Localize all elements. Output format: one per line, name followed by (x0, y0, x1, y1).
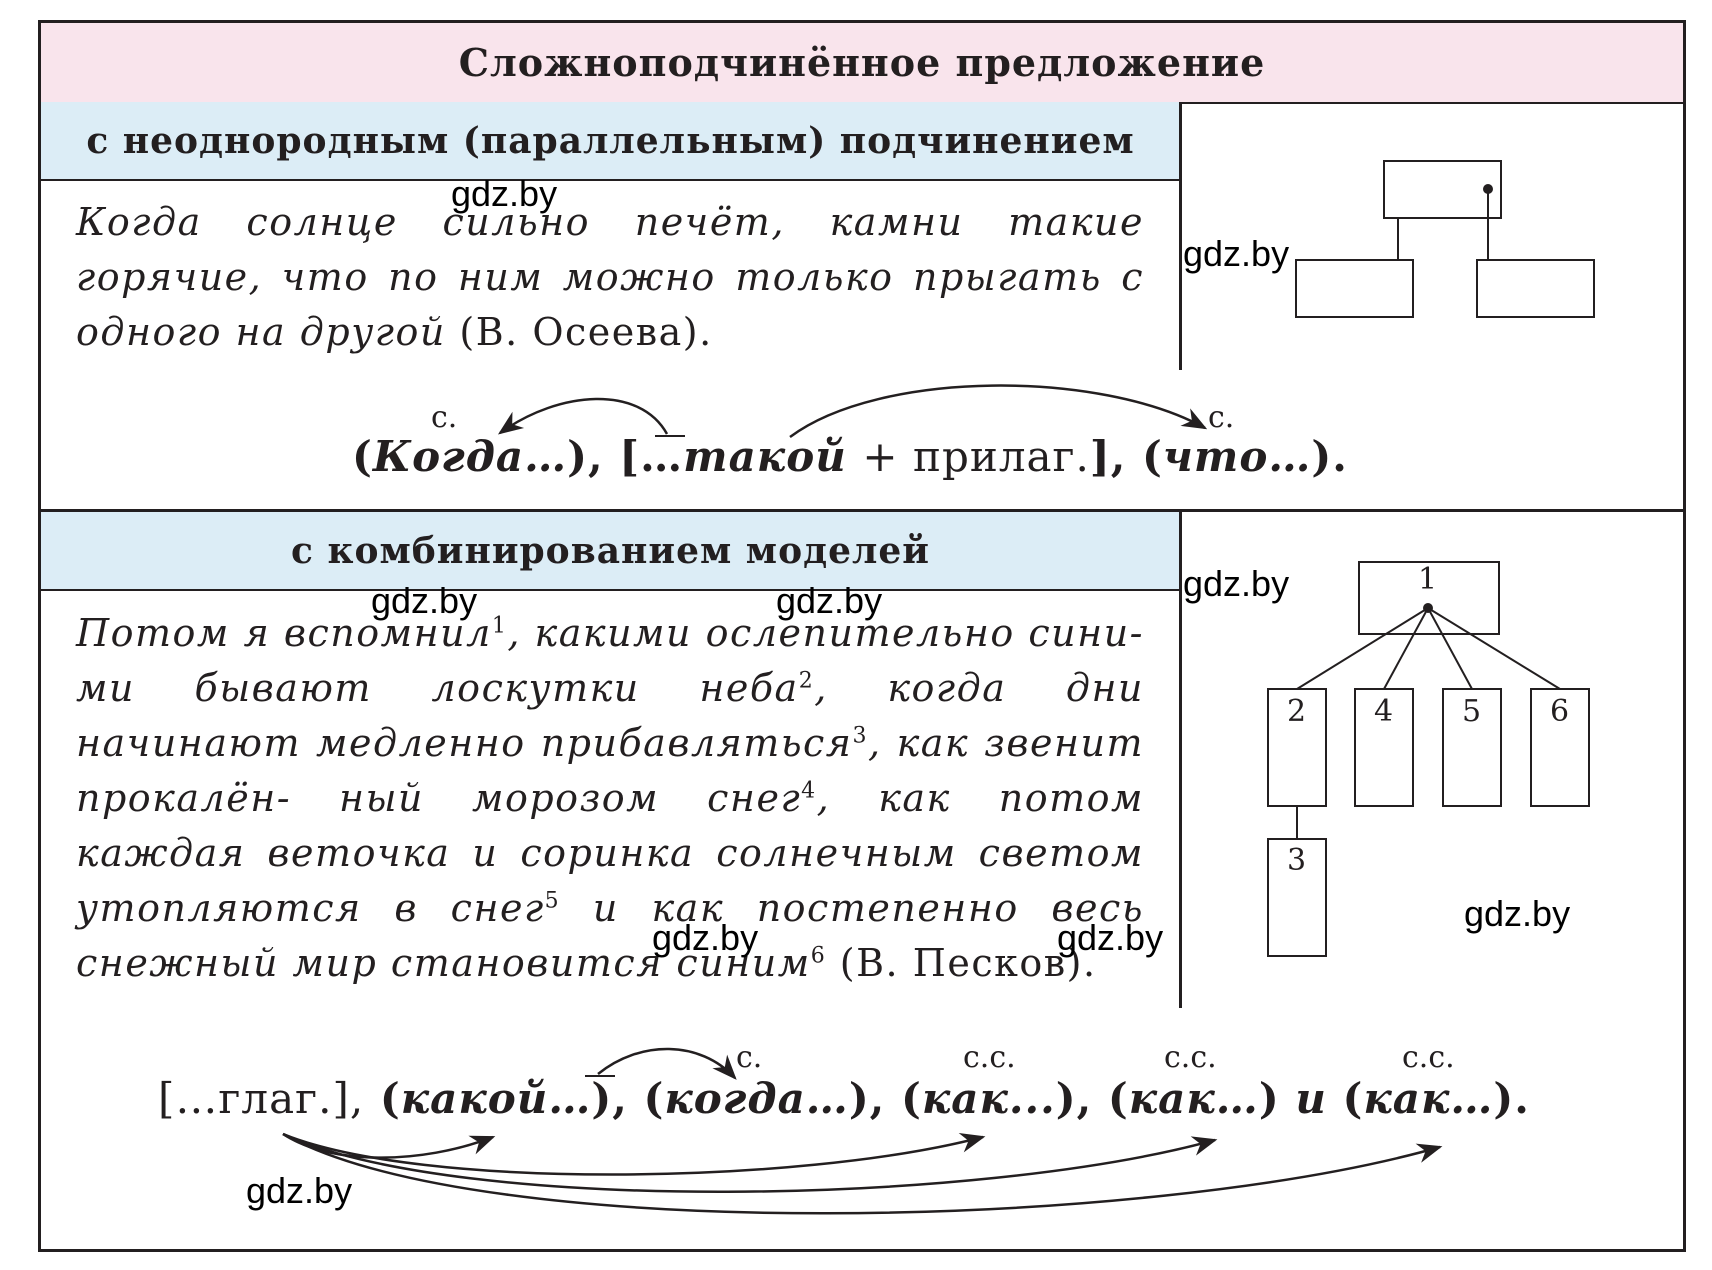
watermark: gdz.by (1057, 917, 1164, 958)
formula2-word-kogda: когда… (664, 1074, 849, 1123)
formula2-close-5: ) (1258, 1074, 1280, 1123)
section1-example: Когда солнце сильно печёт, камни такие г… (76, 195, 1144, 360)
formula2-open-6: ( (1342, 1074, 1364, 1123)
scheme1-right-box (1476, 259, 1595, 318)
watermark: gdz.by (1464, 893, 1571, 934)
watermark: gdz.by (451, 173, 558, 214)
scheme2-label-4: 4 (1374, 694, 1394, 729)
scheme1-left-box (1295, 259, 1414, 318)
formula2-word-kak-2: как… (1128, 1074, 1259, 1123)
part-number-5: 5 (544, 888, 561, 914)
formula2-main: […глаг.], (158, 1074, 365, 1123)
formula1-close2: ). (1311, 432, 1348, 481)
section1-scheme (1295, 160, 1595, 318)
formula2-word-kak-1: как... (921, 1074, 1056, 1123)
section2-example: Потом я вспомнил1, какими ослепительно с… (76, 606, 1144, 991)
scheme2-label-1: 1 (1418, 562, 1438, 597)
watermark: gdz.by (1183, 563, 1290, 604)
part-number-6: 6 (810, 943, 827, 969)
watermark: gdz.by (1183, 233, 1290, 274)
formula2-word-kak-3: как… (1363, 1074, 1494, 1123)
section2-scheme (1267, 561, 1590, 957)
formula2-open-3: ( (643, 1074, 665, 1123)
part-number-2: 2 (798, 668, 815, 694)
formula2-close-6: ). (1493, 1074, 1530, 1123)
section1-example-text: Когда солнце сильно печёт, камни такие г… (76, 200, 1144, 354)
formula2-open-4: ( (900, 1074, 922, 1123)
watermark: gdz.by (246, 1170, 353, 1211)
scheme2-label-5: 5 (1462, 694, 1482, 729)
formula1-open2: ( (1142, 432, 1163, 481)
watermark: gdz.by (652, 917, 759, 958)
formula2-close-2: ), (591, 1074, 628, 1123)
sentence-part-6: и как постепенно весь снежный мир станов… (76, 886, 1144, 985)
formula2-word-kakoy: какой… (400, 1074, 592, 1123)
formula1-label-right: с. (1208, 400, 1235, 435)
sentence-part-4: , как звенит прокалён- ный морозом снег (76, 721, 1144, 820)
formula2-close-3: ), (848, 1074, 886, 1123)
formula2-close-4: ), (1055, 1074, 1093, 1123)
sentence-part-2: , какими ослепительно сини- ми бывают ло… (76, 611, 1145, 710)
section1-example-author: (В. Осеева). (459, 310, 713, 354)
sentence-part-1: Потом я вспомнил (76, 611, 492, 655)
formula2-label-cc1: с.с. (963, 1040, 1016, 1075)
formula1-open: ( (352, 432, 373, 481)
part-number-1: 1 (491, 613, 508, 639)
formula1-word-takoy: такой (683, 432, 847, 481)
table-frame (38, 20, 1686, 1252)
formula2-label-cc2: с.с. (1164, 1040, 1217, 1075)
formula2-open-5: ( (1107, 1074, 1129, 1123)
formula2-label-c: с. (736, 1040, 763, 1075)
scheme2-label-6: 6 (1550, 694, 1570, 729)
formula1-bracket-close: ], (1089, 432, 1127, 481)
scheme1-main-box (1383, 160, 1502, 219)
section2-formula: […глаг.], (какой…), (когда…), (как...), … (158, 1074, 1530, 1123)
section1-formula: (Когда…), […такой + прилаг.], (что…). (352, 432, 1348, 481)
section1-divider (1179, 102, 1182, 370)
sentence-part-5: , как потом каждая веточка и соринка сол… (76, 776, 1144, 930)
formula1-bracket-open: [… (619, 432, 684, 481)
watermark: gdz.by (371, 580, 478, 621)
part-number-4: 4 (801, 778, 817, 804)
part-number-3: 3 (852, 723, 868, 749)
formula1-label-left: с. (431, 400, 458, 435)
section2-divider (1179, 512, 1182, 1008)
formula2-open-2: ( (379, 1074, 401, 1123)
section2-example-author: (В. Песков). (839, 941, 1097, 985)
formula2-label-cc3: с.с. (1402, 1040, 1455, 1075)
formula1-close: ), (567, 432, 604, 481)
section2-formula-arrows (282, 1047, 1443, 1215)
section1-header: с неоднородным (параллельным) подчинение… (41, 102, 1182, 181)
sentence-part-3: , когда дни начинают медленно прибавлять… (76, 666, 1144, 765)
section2-header: с комбинированием моделей (41, 512, 1182, 591)
scheme2-label-2: 2 (1287, 694, 1307, 729)
scheme2-box-1 (1358, 561, 1500, 635)
formula1-word-chto: что… (1162, 432, 1312, 481)
formula1-prilag: + прилаг. (862, 432, 1090, 481)
formula2-word-i: и (1295, 1074, 1327, 1123)
watermark: gdz.by (776, 580, 883, 621)
section-divider (41, 509, 1683, 512)
scheme2-label-3: 3 (1287, 843, 1307, 878)
formula1-word-kogda: Когда… (372, 432, 568, 481)
section1-formula-arrows (497, 384, 1208, 439)
